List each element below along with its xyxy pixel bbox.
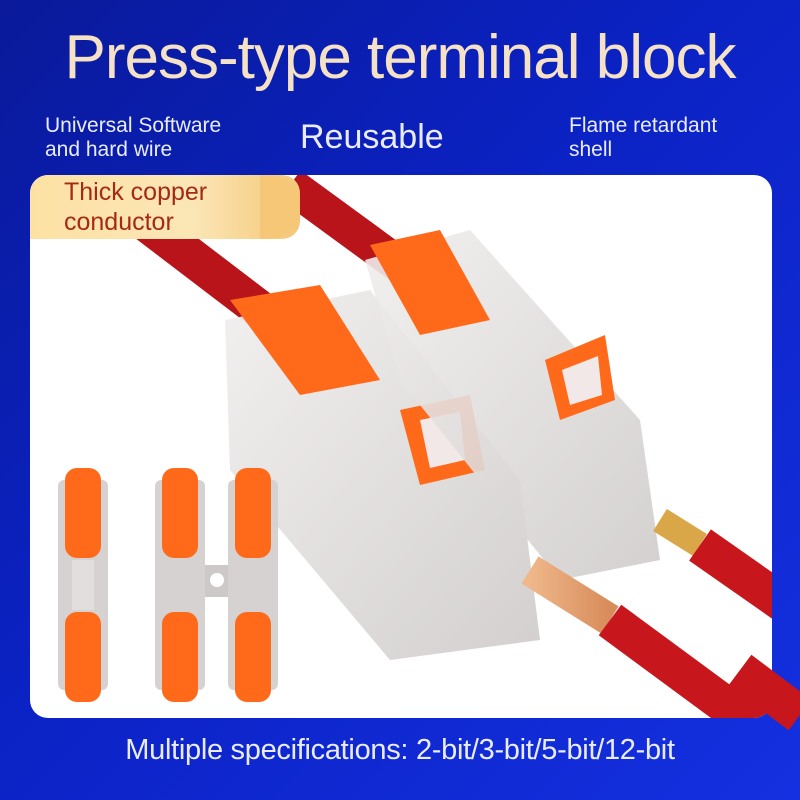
product-photo xyxy=(58,175,772,718)
feature-flame-retardant: Flame retardant shell xyxy=(569,114,717,162)
feature-line: shell xyxy=(569,138,613,161)
feature-line: Universal Software xyxy=(45,114,222,137)
feature-line: and hard wire xyxy=(45,138,173,161)
connector-top-view-single xyxy=(58,468,108,702)
feature-line: Flame retardant xyxy=(569,114,718,137)
badge-line: Thick copper xyxy=(64,178,208,206)
feature-reusable: Reusable xyxy=(300,118,444,156)
specifications-caption: Multiple specifications: 2-bit/3-bit/5-b… xyxy=(125,734,675,766)
feature-universal-wire: Universal Software and hard wire xyxy=(45,114,221,162)
feature-badge-copper: Thick copper conductor xyxy=(30,175,300,239)
connector-right xyxy=(365,230,660,580)
connector-left xyxy=(225,285,540,660)
connector-top-view-double xyxy=(155,468,278,702)
product-image-card xyxy=(30,175,772,718)
page-title: Press-type terminal block xyxy=(64,23,736,92)
badge-line: conductor xyxy=(64,208,174,236)
